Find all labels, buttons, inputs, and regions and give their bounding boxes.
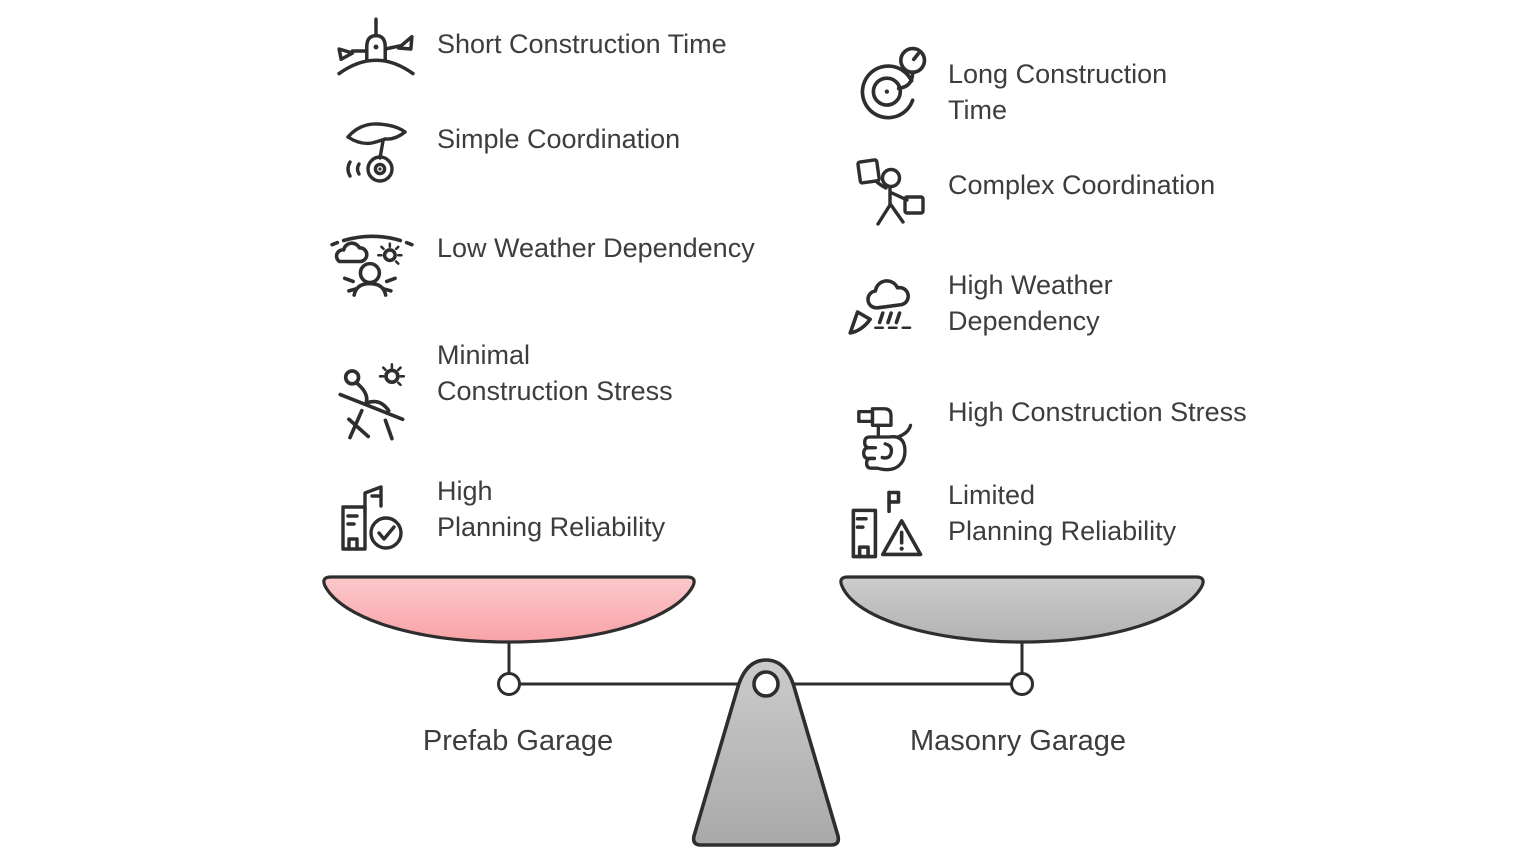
feature-label-line: Construction Stress — [437, 376, 673, 406]
snail-gauge-icon — [846, 40, 932, 131]
building-check-icon — [335, 476, 415, 561]
left-pan-label: Prefab Garage — [422, 725, 614, 757]
feature-label-line: High Weather — [948, 270, 1113, 300]
feature-label-line: Long Construction — [948, 59, 1168, 89]
feature-item: Short Construction Time — [437, 26, 727, 62]
right-beam-joint — [1010, 672, 1034, 696]
feature-label-line: High — [437, 476, 493, 506]
right-pan-label: Masonry Garage — [910, 725, 1126, 757]
pivot-hole — [752, 670, 780, 698]
semaphore-person-icon — [850, 153, 930, 238]
left-pan — [322, 575, 696, 644]
weather-shelter-icon — [330, 230, 414, 319]
hand-yoyo-icon — [338, 112, 418, 197]
feature-label-line: Dependency — [948, 306, 1100, 336]
feature-label-line: Low Weather Dependency — [437, 233, 755, 263]
feature-item: High Weather Dependency — [948, 267, 1113, 339]
storm-cloud-wind-icon — [846, 270, 930, 359]
feature-label-line: Planning Reliability — [948, 516, 1177, 546]
left-beam-joint — [497, 672, 521, 696]
feature-label-line: Limited — [948, 480, 1036, 510]
feature-item: Minimal Construction Stress — [437, 337, 673, 409]
feature-item: Complex Coordination — [948, 167, 1215, 203]
prefab-module-delivery-icon — [335, 8, 417, 95]
feature-label-line: Minimal — [437, 340, 531, 370]
fulcrum — [691, 658, 841, 847]
feature-item: Long Construction Time — [948, 56, 1167, 128]
feature-label-line: Complex Coordination — [948, 170, 1216, 200]
feature-label-line: Simple Coordination — [437, 124, 681, 154]
feature-label-line: High Construction Stress — [948, 397, 1247, 427]
right-pan — [839, 575, 1205, 644]
feature-item: Low Weather Dependency — [437, 230, 755, 266]
fist-hammer-icon — [852, 398, 930, 481]
relaxing-person-icon — [336, 358, 422, 449]
feature-label-line: Time — [948, 95, 1007, 125]
feature-label-line: Planning Reliability — [437, 512, 666, 542]
feature-item: Limited Planning Reliability — [948, 477, 1176, 549]
feature-item: High Planning Reliability — [437, 473, 665, 545]
feature-item: Simple Coordination — [437, 121, 680, 157]
feature-item: High Construction Stress — [948, 394, 1247, 430]
building-warning-icon — [846, 482, 930, 571]
feature-label-line: Short Construction Time — [437, 29, 727, 59]
